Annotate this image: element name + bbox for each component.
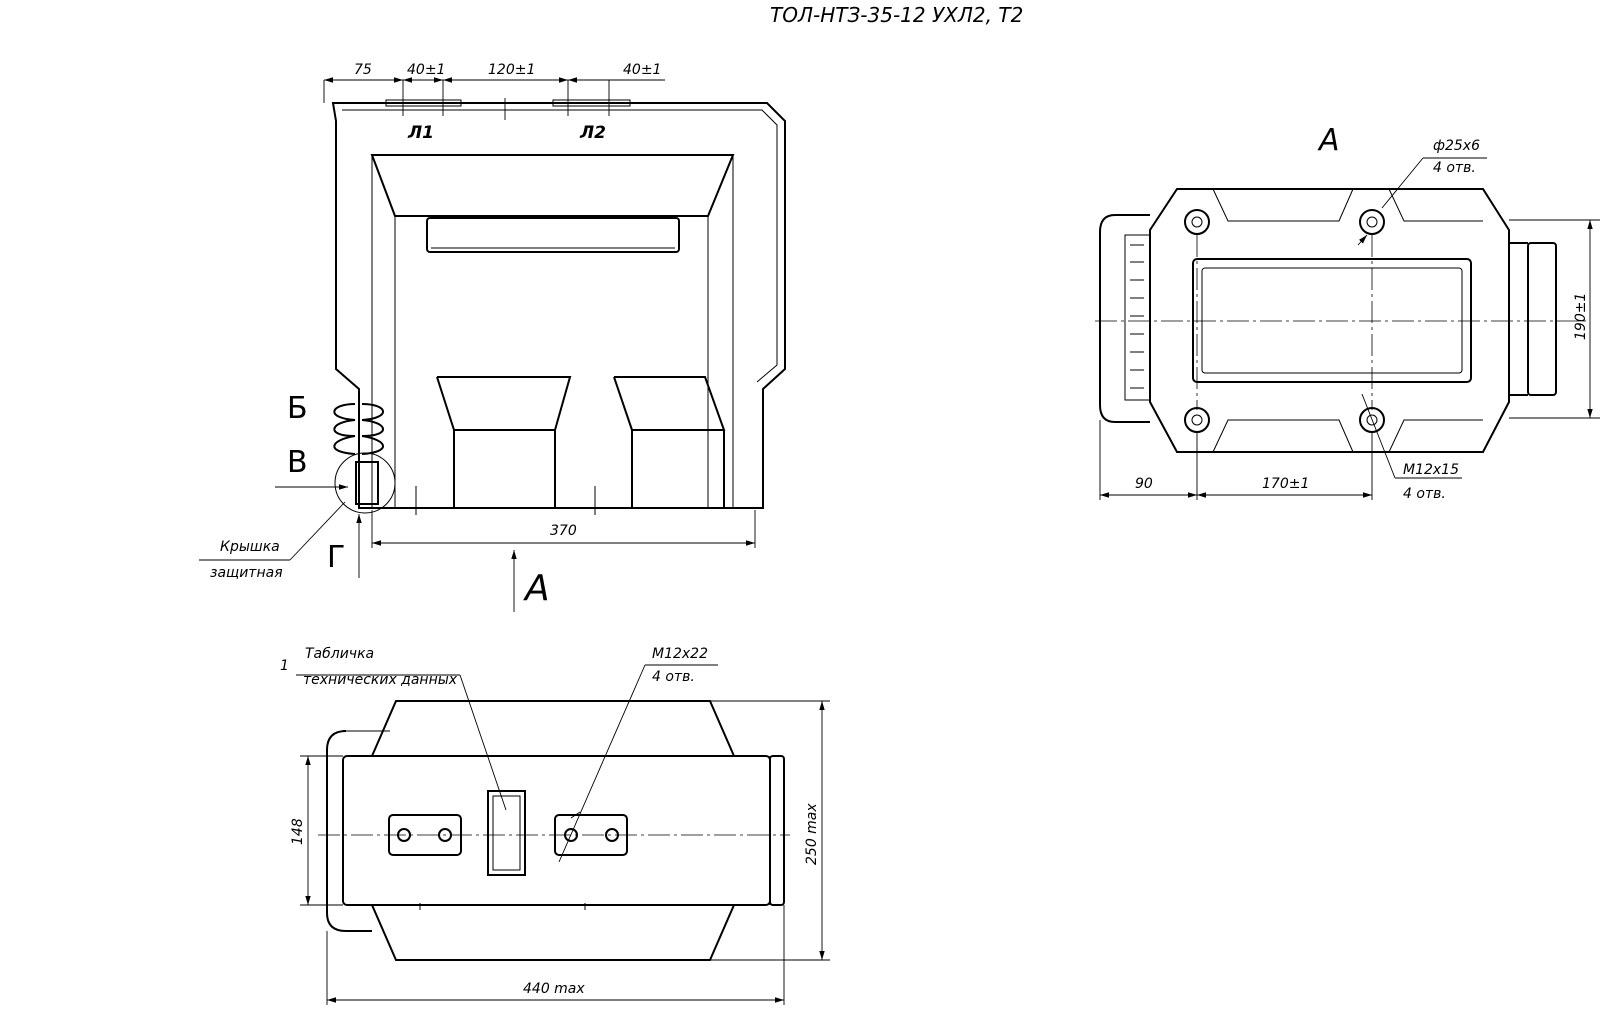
hole-top-label-2: 4 отв. [1433, 160, 1476, 176]
terminal-l2-plate [552, 99, 631, 107]
view-a-title: А [1317, 123, 1340, 158]
top-view-terminal [326, 730, 372, 932]
dim-170: 170±1 [1262, 476, 1309, 492]
detail-circle [334, 452, 396, 514]
hole-top-label-1: ф25х6 [1433, 138, 1480, 154]
terminal-l1-label: Л1 [407, 123, 434, 143]
nameplate [487, 790, 526, 876]
view-a: А ф25х6 4 отв. [1095, 123, 1600, 502]
label-g: Г [327, 540, 345, 575]
dim-370: 370 [550, 523, 577, 539]
dim-250: 250 max [804, 803, 820, 865]
dim-75: 75 [354, 62, 372, 78]
label-v: В [287, 445, 308, 480]
view-a-arrow-label: А [523, 568, 550, 609]
dim-440: 440 max [523, 981, 585, 997]
terminal-l1-plate [385, 99, 462, 107]
dim-90: 90 [1135, 476, 1153, 492]
hole-bottom-label-2: 4 отв. [1403, 486, 1446, 502]
view-a-window [1192, 258, 1472, 383]
view-a-body [1149, 188, 1510, 453]
dim-40-right: 40±1 [623, 62, 661, 78]
top-view: 1 Табличка технических данных М12х22 4 о… [280, 646, 830, 1005]
front-slot [426, 217, 680, 253]
cover-label-1: Крышка [220, 539, 280, 555]
front-window [370, 154, 735, 217]
front-view: Л1 Л2 75 40±1 120±1 40±1 370 Б В Г [199, 62, 786, 612]
plate-number: 1 [280, 658, 289, 674]
dim-120: 120±1 [488, 62, 535, 78]
hole-bottom-label-1: М12х15 [1403, 462, 1459, 478]
dim-148: 148 [290, 818, 306, 845]
insulator-box [355, 461, 379, 505]
terminal-l2-label: Л2 [579, 123, 606, 143]
label-b: Б [287, 391, 308, 426]
plate-label-1: Табличка [305, 646, 374, 662]
top-view-lower-trapezoid [371, 904, 735, 961]
view-a-right-tab [1527, 242, 1557, 396]
plate-label-2: технических данных [303, 672, 458, 688]
thread-label-2: 4 отв. [652, 669, 695, 685]
front-leg-left [436, 376, 572, 508]
front-body-outline [331, 102, 786, 509]
thread-label-1: М12х22 [652, 646, 708, 662]
front-leg-right [613, 376, 726, 508]
dim-40-left: 40±1 [407, 62, 445, 78]
view-a-terminal-block [1099, 214, 1150, 423]
dim-190: 190±1 [1573, 293, 1589, 340]
insulator [333, 403, 384, 455]
top-view-upper-trapezoid [371, 700, 735, 757]
drawing-title: ТОЛ-НТЗ-35-12 УХЛ2, Т2 [770, 3, 1023, 27]
cover-label-2: защитная [210, 565, 283, 581]
